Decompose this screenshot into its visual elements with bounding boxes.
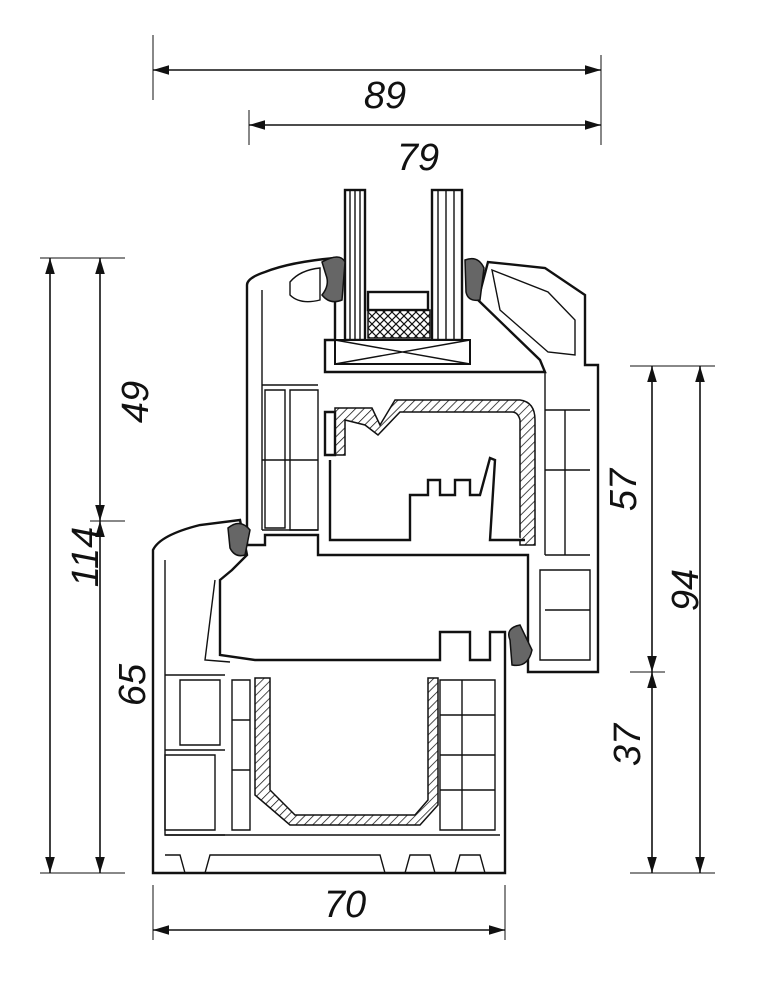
dim-label-89: 89 <box>364 75 406 117</box>
dim-label-94: 94 <box>665 569 707 611</box>
dimension-labels: 89 79 114 49 65 57 94 37 70 <box>65 75 707 926</box>
dim-label-114: 114 <box>65 527 107 588</box>
glazing-gasket-outer <box>321 256 346 303</box>
dim-label-70: 70 <box>324 884 366 926</box>
dim-label-65: 65 <box>112 663 154 706</box>
glazing-unit <box>334 188 471 365</box>
sash-inner-chamber <box>323 410 525 542</box>
dimension-lines <box>45 65 705 935</box>
frame-reinforcement <box>254 677 439 826</box>
sash-reinforcement <box>334 399 536 546</box>
dim-label-37: 37 <box>607 722 649 766</box>
dim-label-49: 49 <box>115 381 157 423</box>
dim-label-57: 57 <box>603 467 645 511</box>
glass-spacer <box>366 290 430 312</box>
frame-gasket-lower <box>508 624 533 667</box>
dim-label-79: 79 <box>397 137 439 179</box>
sealant <box>367 309 431 339</box>
glazing-gasket-inner <box>464 257 485 302</box>
frame-profile <box>151 518 507 875</box>
frame-gasket-upper <box>227 522 251 557</box>
gaskets <box>227 256 533 667</box>
